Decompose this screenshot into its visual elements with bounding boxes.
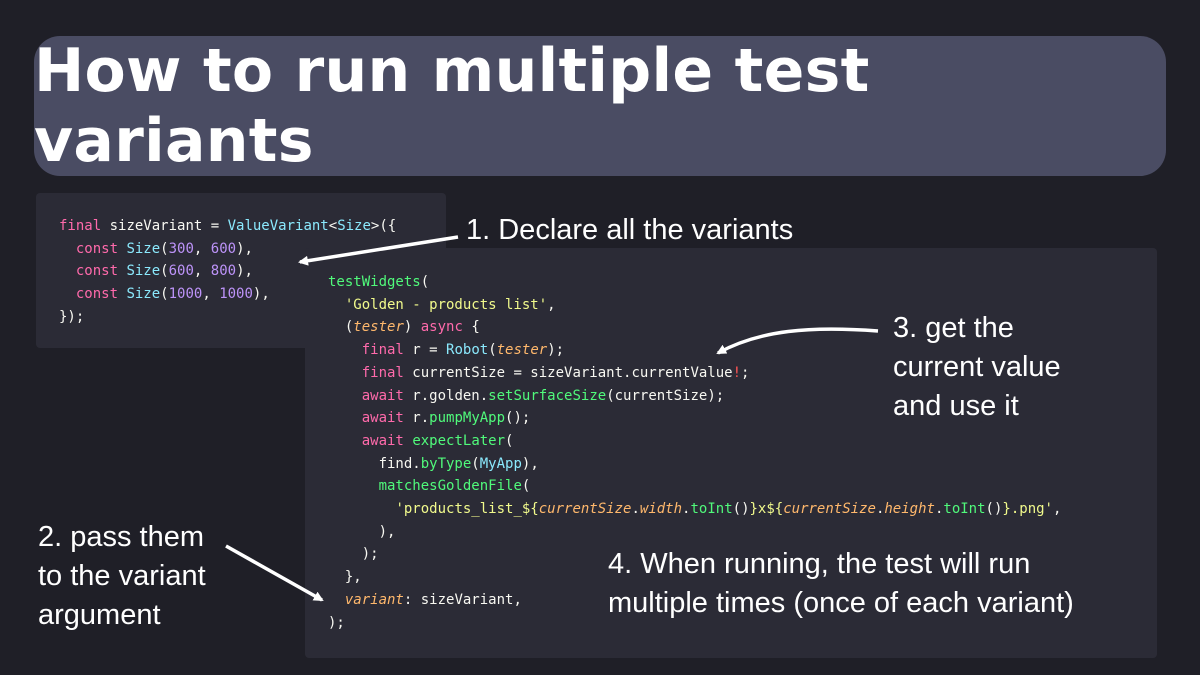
annotation-step-1: 1. Declare all the variants [466,214,794,246]
code-line: 'Golden - products list', [344,296,556,313]
annotation-step-3-line: 3. get the [893,312,1014,344]
page-title: How to run multiple test variants [34,36,870,176]
code-line: await r.golden.setSurfaceSize(currentSiz… [361,387,725,404]
arrow-icon [225,544,324,602]
code-line: 'products_list_${currentSize.width.toInt… [395,501,1062,518]
code-line: final currentSize = sizeVariant.currentV… [361,364,750,381]
code-line: }, [328,569,362,586]
annotation-step-4-line: 4. When running, the test will run [608,548,1031,580]
annotation-step-3-line: current value [893,351,1061,383]
code-line: testWidgets( [328,274,430,290]
annotation-step-2-line: 2. pass them [38,521,205,553]
code-block-2: testWidgets( 'Golden - products list', (… [328,271,1061,634]
code-line: await r.pumpMyApp(); [361,410,531,427]
code-line: final r = Robot(tester); [361,342,565,359]
code-line: ), [328,523,396,540]
code-line: const Size(300, 600), [75,240,253,257]
code-line: const Size(600, 800), [75,263,253,280]
code-line: }); [59,308,85,325]
annotation-step-2: 2. pass them to the variant argument [38,518,206,635]
code-block-1: final sizeVariant = ValueVariant<Size>({… [59,215,396,329]
code-snippet-test-widgets: testWidgets( 'Golden - products list', (… [305,248,1157,658]
code-line: ); [328,614,345,631]
code-line: ); [328,546,379,563]
annotation-step-4-line: multiple times (once of each variant) [608,587,1074,619]
code-line: final sizeVariant = ValueVariant<Size>({ [59,218,397,234]
code-line: (tester) async { [328,319,480,336]
arrow-icon [716,327,879,355]
annotation-step-2-line: to the variant [38,560,206,592]
title-banner: How to run multiple test variants [34,36,1166,176]
arrow-icon [298,235,459,266]
annotation-step-3-line: and use it [893,390,1019,422]
code-line: matchesGoldenFile( [378,478,531,495]
code-line: variant: sizeVariant, [344,591,522,608]
annotation-step-3: 3. get the current value and use it [893,309,1061,426]
annotation-step-4: 4. When running, the test will run multi… [608,545,1074,623]
annotation-step-2-line: argument [38,599,161,631]
code-line: find.byType(MyApp), [328,455,539,472]
code-line: const Size(1000, 1000), [75,286,270,303]
code-line: await expectLater( [361,432,514,449]
